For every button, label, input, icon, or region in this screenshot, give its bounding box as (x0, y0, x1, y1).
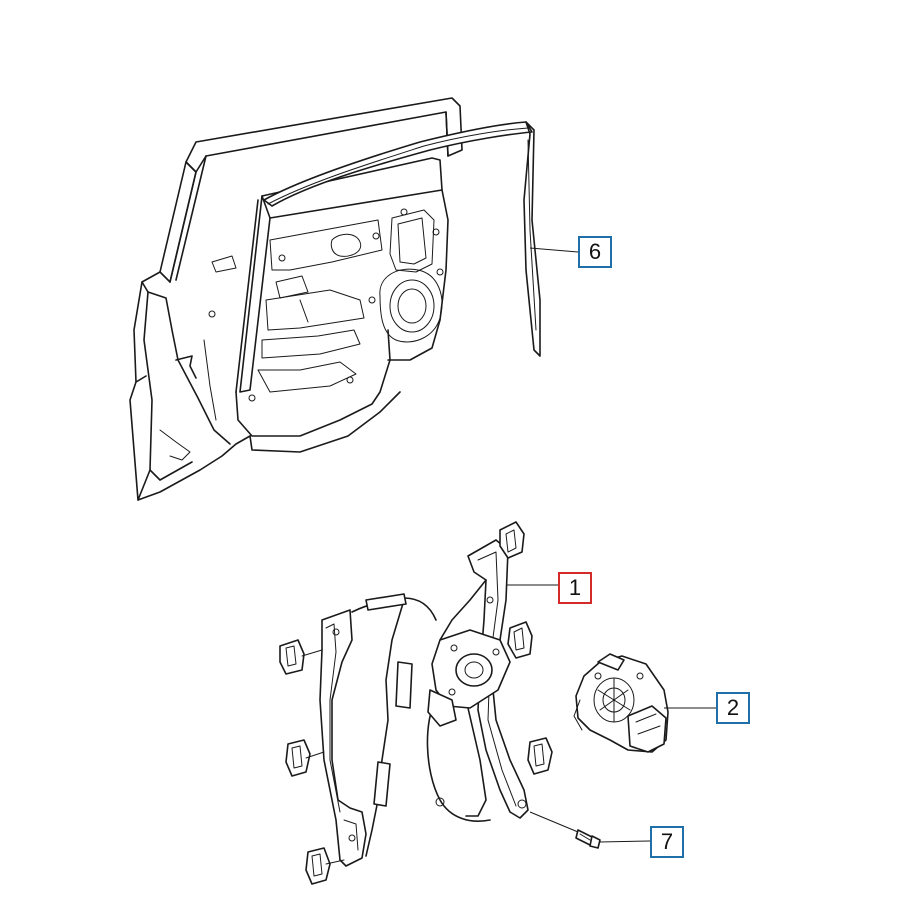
mounting-screw (575, 829, 601, 849)
callout-part-1[interactable]: 1 (558, 572, 592, 604)
callout-part-6[interactable]: 6 (578, 236, 612, 268)
callout-part-7[interactable]: 7 (650, 826, 684, 858)
door-shell (129, 97, 463, 501)
callout-leaders (506, 247, 716, 843)
callout-part-2[interactable]: 2 (716, 692, 750, 724)
window-regulator (279, 521, 553, 885)
window-motor (573, 653, 669, 753)
window-channel-weatherstrip (263, 121, 541, 357)
